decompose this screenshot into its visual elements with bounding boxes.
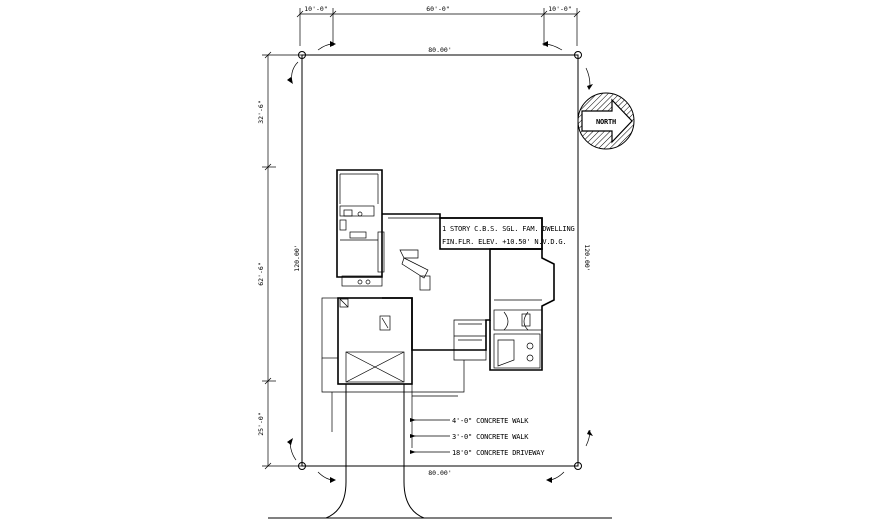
dim-top-center: 60'-0" xyxy=(426,5,449,13)
dim-top-right: 10'-0" xyxy=(548,5,571,13)
dim-left-lower: 25'-0" xyxy=(257,412,265,435)
corner-marker-bl xyxy=(298,462,306,470)
callout-driveway: 18'0" CONCRETE DRIVEWAY xyxy=(452,449,545,457)
corner-marker-br xyxy=(574,462,582,470)
walks-and-driveway: 4'-0" CONCRETE WALK 3'-0" CONCRETE WALK … xyxy=(268,358,612,519)
lot-right-depth: 120.00' xyxy=(583,244,591,271)
dwelling-note-line2: FIN.FLR. ELEV. +10.50' N.V.D.G. xyxy=(442,238,566,246)
dim-left-upper: 32'-6" xyxy=(257,100,265,123)
dwelling-note-line1: 1 STORY C.B.S. SGL. FAM. DWELLING xyxy=(442,225,574,233)
property-boundary: 80.00' 80.00' 120.00' 120.00' xyxy=(293,46,591,477)
callout-3ft-walk: 3'-0" CONCRETE WALK xyxy=(452,433,529,441)
top-dimension-string: 10'-0" 60'-0" 10'-0" xyxy=(296,5,581,46)
dim-top-left: 10'-0" xyxy=(304,5,327,13)
corner-marker-tr xyxy=(574,51,582,59)
corner-marker-tl xyxy=(298,51,306,59)
corner-markers xyxy=(287,41,593,483)
north-arrow-label: NORTH xyxy=(596,118,616,126)
north-arrow-icon: NORTH xyxy=(577,92,635,150)
lot-top-width: 80.00' xyxy=(428,46,451,54)
dim-left-middle: 62'-6" xyxy=(257,262,265,285)
left-dimension-string: 32'-6" 62'-6" 25'-0" xyxy=(257,51,302,470)
building-footprint: 1 STORY C.B.S. SGL. FAM. DWELLING FIN.FL… xyxy=(321,169,575,385)
lot-left-depth: 120.00' xyxy=(293,244,301,271)
lot-bottom-width: 80.00' xyxy=(428,469,451,477)
callout-4ft-walk: 4'-0" CONCRETE WALK xyxy=(452,417,529,425)
